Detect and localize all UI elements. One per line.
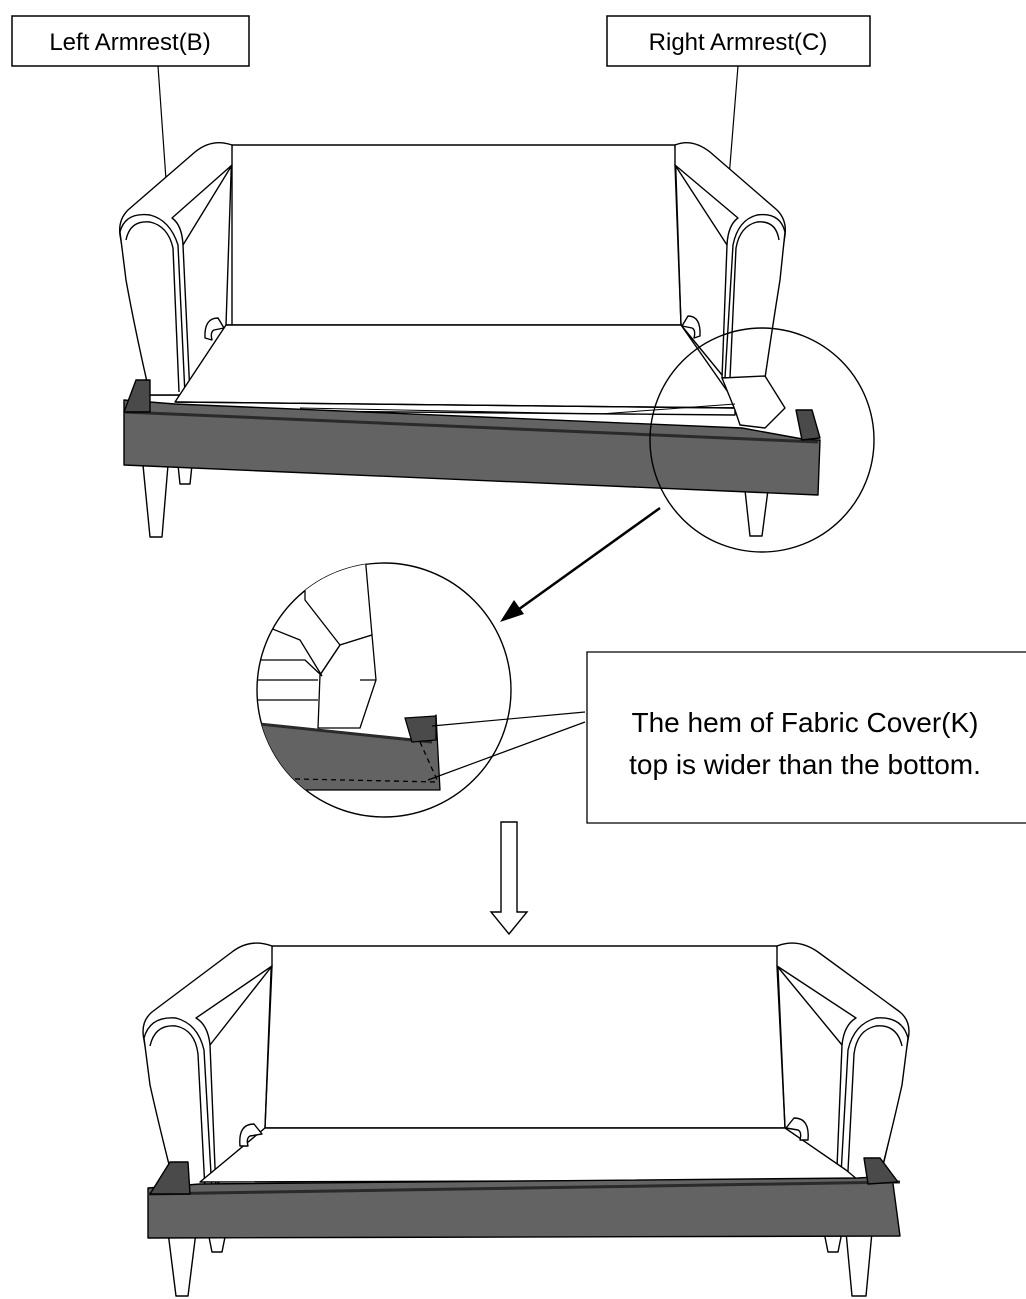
sofa-before-left-arm-front bbox=[119, 213, 186, 396]
sofa-after-fabric-cover-left-flap bbox=[149, 1161, 191, 1195]
sofa-before-seat bbox=[174, 324, 741, 409]
sofa-before-fabric-cover-loose bbox=[299, 403, 736, 415]
sofa-after-right-arm-front bbox=[839, 1017, 909, 1193]
sofa-before-leg-right bbox=[744, 489, 769, 537]
zoom-arrow-shaft bbox=[514, 506, 661, 614]
sofa-before-right-arm-inner bbox=[674, 164, 728, 376]
detail-view bbox=[256, 562, 512, 818]
sofa-before-backrest bbox=[225, 144, 682, 326]
detail-seat-panel bbox=[257, 659, 323, 701]
sofa-before-left-arm-piping bbox=[125, 221, 180, 393]
sofa-before bbox=[118, 142, 821, 538]
sofa-after-bracket-left bbox=[239, 1123, 263, 1147]
sofa-after-bracket-right bbox=[785, 1117, 809, 1141]
left-armrest-label-box bbox=[11, 15, 250, 67]
sofa-before-fabric-cover-top-edge bbox=[123, 410, 819, 444]
callout-leader-bottom bbox=[427, 721, 586, 781]
right-armrest-label-box bbox=[606, 15, 871, 67]
sofa-before-fabric-cover-left-flap bbox=[123, 379, 151, 413]
sofa-before-bracket-left bbox=[204, 317, 225, 341]
detail-fabric-cover-flap bbox=[404, 715, 437, 743]
callout-line-1: The hem of Fabric Cover(K) bbox=[632, 707, 979, 738]
sofa-after-fabric-cover-right-flap bbox=[863, 1157, 899, 1185]
sofa-after-left-arm-piping bbox=[149, 1025, 206, 1191]
left-armrest-label-text: Left Armrest(B) bbox=[49, 29, 210, 56]
sofa-after-fabric-cover-top-edge bbox=[147, 1180, 901, 1196]
sofa-after bbox=[142, 942, 910, 1297]
sofa-after-right-arm-piping bbox=[846, 1025, 903, 1191]
sofa-before-fabric-cover bbox=[123, 399, 821, 496]
sofa-after-leg-right bbox=[845, 1231, 873, 1297]
sofa-before-right-arm-piping bbox=[729, 221, 780, 379]
left-armrest-label: Left Armrest(B) bbox=[11, 15, 250, 209]
diagonal-arrow-icon bbox=[500, 506, 661, 622]
sofa-after-left-arm-front bbox=[143, 1017, 213, 1193]
sofa-before-fabric-cover-right-flap bbox=[795, 409, 821, 441]
sofa-before-corner-block bbox=[721, 375, 786, 429]
sofa-after-leg-left bbox=[167, 1231, 197, 1297]
right-armrest-label: Right Armrest(C) bbox=[606, 15, 871, 191]
zoom-arrow-head bbox=[500, 600, 524, 622]
sofa-after-backrest bbox=[264, 945, 786, 1129]
right-armrest-label-text: Right Armrest(C) bbox=[649, 29, 828, 56]
sofa-after-leg-right-back bbox=[823, 1231, 843, 1253]
detail-fabric-cover-top bbox=[257, 720, 433, 744]
down-arrow-shape bbox=[489, 821, 529, 936]
sofa-before-leg-left-back bbox=[177, 464, 193, 485]
sofa-before-bracket-right bbox=[681, 315, 701, 339]
zoom-source-circle bbox=[649, 327, 875, 553]
callout-leader-top bbox=[431, 711, 586, 727]
down-arrow-icon bbox=[489, 821, 529, 936]
callout: The hem of Fabric Cover(K) top is wider … bbox=[427, 651, 1026, 824]
callout-line-2: top is wider than the bottom. bbox=[629, 749, 981, 780]
callout-box bbox=[586, 651, 1026, 824]
sofa-before-leg-left bbox=[142, 464, 169, 538]
detail-armrest-block-edge bbox=[319, 644, 376, 681]
sofa-before-right-arm-front bbox=[724, 213, 786, 379]
sofa-after-seat bbox=[199, 1127, 859, 1183]
